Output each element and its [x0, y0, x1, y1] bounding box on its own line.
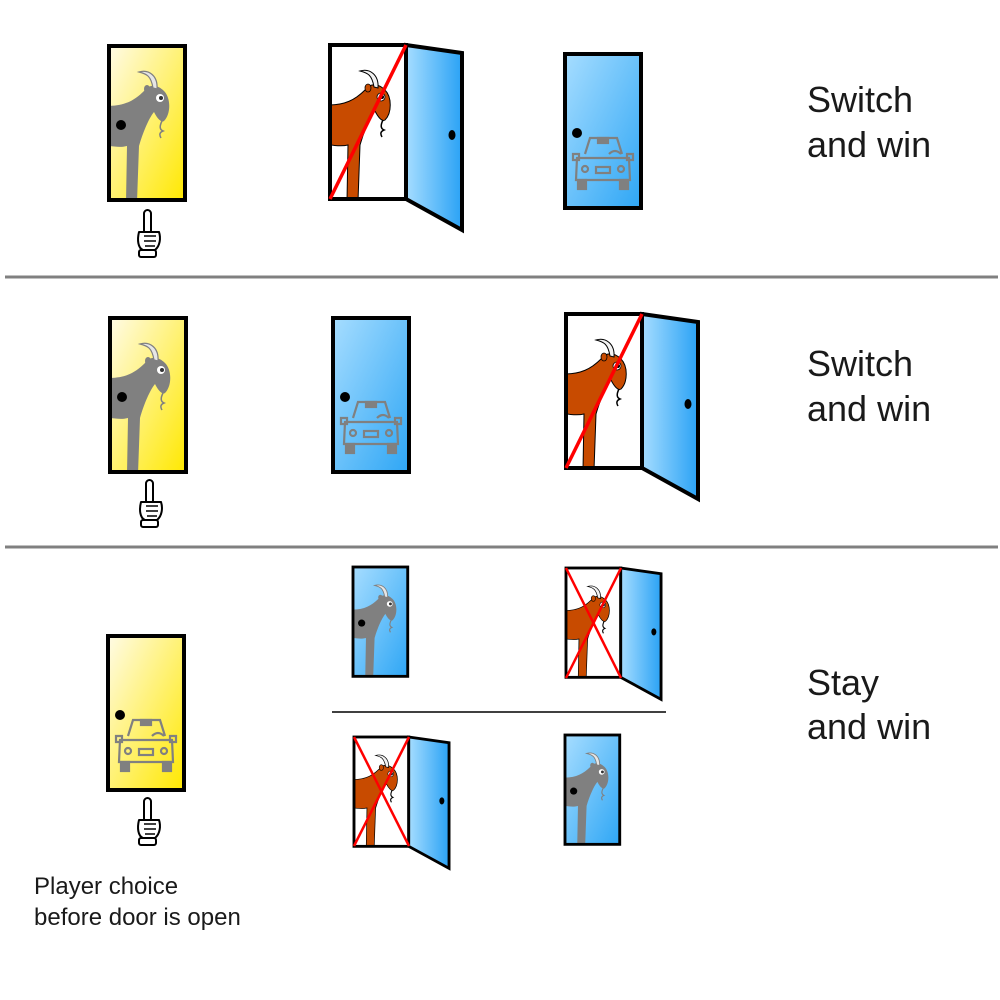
closed-door-car [565, 54, 641, 208]
caption-line-1: Player choice [34, 873, 178, 900]
opened-door-goat [565, 568, 661, 699]
opened-door-goat [564, 314, 698, 499]
caption-line-2: before door is open [34, 904, 241, 931]
closed-door-goat [352, 567, 408, 678]
outcome-line-1: Stay [807, 662, 879, 703]
pointing-hand-icon [137, 209, 161, 258]
opened-door-goat [353, 737, 449, 868]
red-cross-mark-icon [564, 567, 623, 679]
outcome-line-2: and win [807, 124, 931, 165]
outcome-line-2: and win [807, 388, 931, 429]
outcome-line-1: Switch [807, 343, 913, 384]
row-3: Stay and win [108, 567, 931, 868]
outcome-line-2: and win [807, 706, 931, 747]
opened-door-goat [328, 45, 462, 230]
row-1: Switch and win [107, 44, 931, 258]
chosen-door-car [108, 636, 184, 790]
row-2: Switch and win [108, 313, 931, 528]
outcome-line-1: Switch [807, 79, 913, 120]
closed-door-goat [564, 735, 620, 846]
pointing-hand-icon [137, 797, 161, 846]
red-cross-mark-icon [352, 736, 411, 847]
red-cross-mark-icon [564, 313, 644, 469]
pointing-hand-icon [139, 479, 163, 528]
red-cross-mark-icon [328, 44, 408, 200]
chosen-door-goat [107, 46, 185, 202]
chosen-door-goat [108, 318, 186, 474]
closed-door-car [333, 318, 409, 472]
